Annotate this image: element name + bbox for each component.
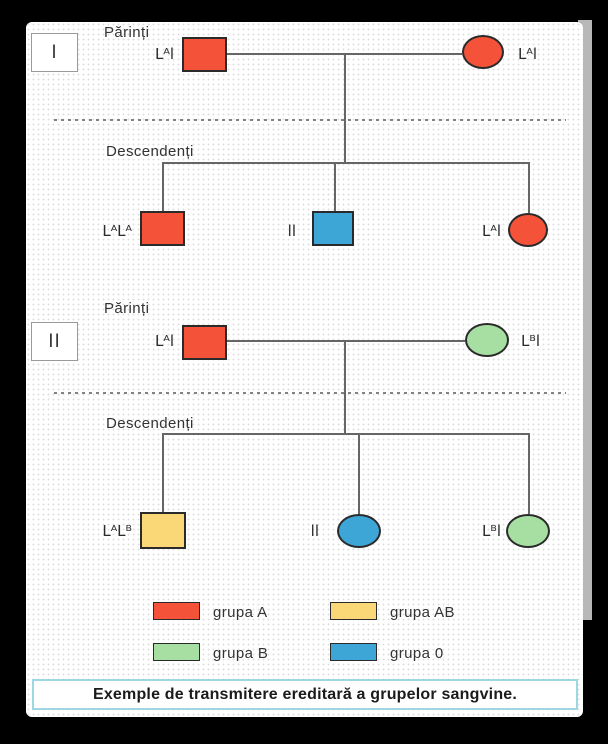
legend-label-grupa-a: grupa A: [213, 604, 268, 621]
generation-numeral-2: II: [31, 322, 78, 361]
caption-box: Exemple de transmitere ereditară a grupe…: [32, 679, 578, 710]
child-square-2a: [140, 512, 186, 549]
legend-swatch-grupa-ab: [330, 602, 377, 620]
drop-line-1b: [334, 162, 336, 211]
child-square-1b: [312, 211, 354, 246]
genotype-label-child-2c: Lᴮl: [481, 522, 501, 540]
genotype-label-father-1: Lᴬl: [155, 45, 174, 63]
drop-line-2a: [162, 433, 164, 512]
father-square-1: [182, 37, 227, 72]
genotype-label-father-2: Lᴬl: [155, 332, 174, 350]
genotype-label-child-1b: ll: [287, 222, 296, 240]
mother-oval-1: [462, 35, 504, 69]
drop-line-2c: [528, 433, 530, 514]
legend-swatch-grupa-0: [330, 643, 377, 661]
descendants-heading-2: Descendenți: [106, 415, 194, 432]
child-oval-1c: [508, 213, 548, 247]
parents-heading-2: Părinți: [104, 300, 150, 317]
genotype-label-mother-1: Lᴬl: [518, 45, 537, 63]
legend-label-grupa-0: grupa 0: [390, 645, 444, 662]
sibling-line-2: [162, 433, 529, 435]
child-square-1a: [140, 211, 185, 246]
legend-swatch-grupa-a: [153, 602, 200, 620]
generation-separator-1: [54, 119, 566, 121]
couple-line-2: [227, 340, 465, 342]
descendants-heading-1: Descendenți: [106, 143, 194, 160]
drop-line-1c: [528, 162, 530, 213]
legend-swatch-grupa-b: [153, 643, 200, 661]
parents-heading-1: Părinți: [104, 24, 150, 41]
father-square-2: [182, 325, 227, 360]
legend-label-grupa-b: grupa B: [213, 645, 269, 662]
caption-text: Exemple de transmitere ereditară a grupe…: [92, 685, 518, 703]
descent-line-1: [344, 53, 346, 162]
genotype-label-child-1c: Lᴬl: [482, 222, 501, 240]
diagram-panel: Părinți I Lᴬl Lᴬl Descendenți LᴬLᴬ ll Lᴬ…: [26, 22, 583, 717]
drop-line-1a: [162, 162, 164, 211]
genotype-label-child-1a: LᴬLᴬ: [102, 222, 132, 240]
child-oval-2c: [506, 514, 550, 548]
sibling-line-1: [162, 162, 529, 164]
drop-line-2b: [358, 433, 360, 514]
generation-numeral-1: I: [31, 33, 78, 72]
genotype-label-child-2b: ll: [310, 522, 319, 540]
legend-label-grupa-ab: grupa AB: [390, 604, 455, 621]
generation-separator-2: [54, 392, 566, 394]
descent-line-2: [344, 340, 346, 433]
genotype-label-mother-2: Lᴮl: [521, 332, 541, 350]
child-oval-2b: [337, 514, 381, 548]
genotype-label-child-2a: LᴬLᴮ: [102, 522, 132, 540]
mother-oval-2: [465, 323, 509, 357]
